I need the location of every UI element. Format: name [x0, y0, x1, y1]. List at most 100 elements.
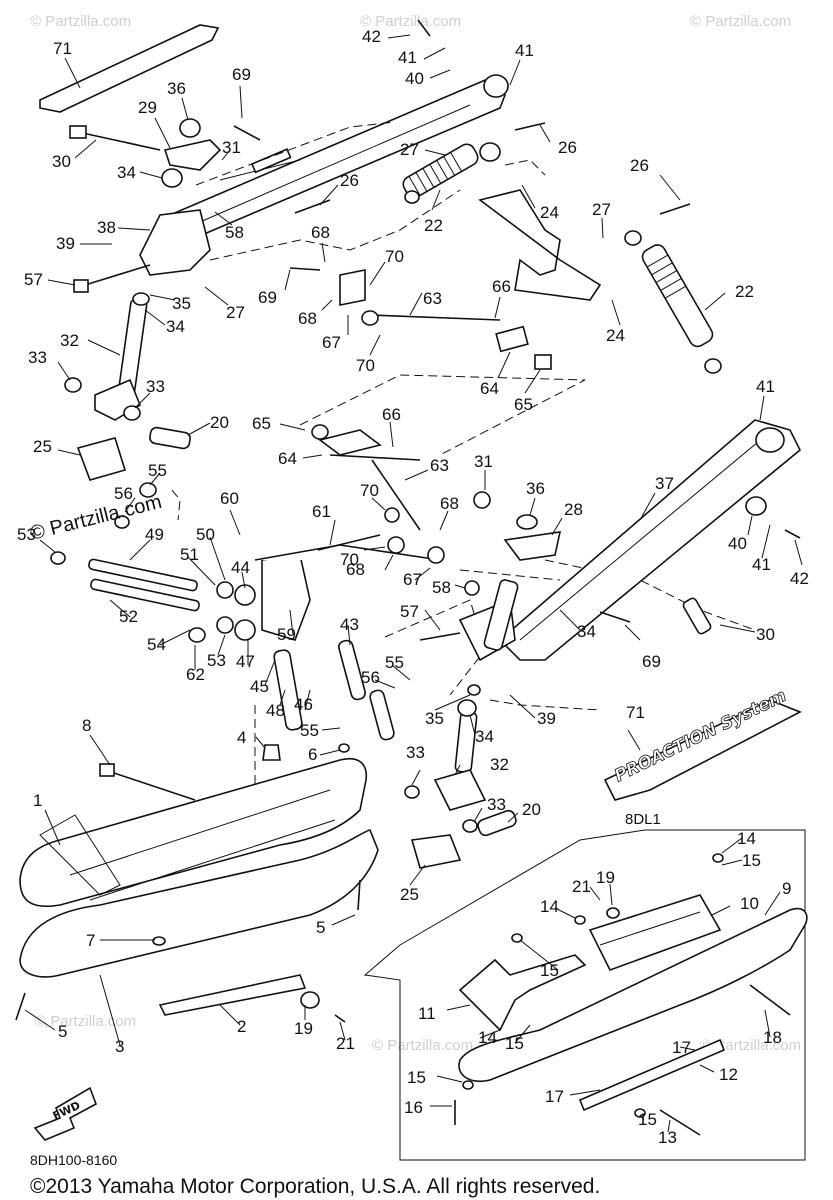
- callout-29: 29: [138, 98, 157, 117]
- ski-housing-1: [19, 758, 368, 907]
- callout-65: 65: [514, 395, 533, 414]
- callout-41: 41: [752, 555, 771, 574]
- callout-15: 15: [540, 961, 559, 980]
- callout-16: 16: [404, 1098, 423, 1117]
- callout-40: 40: [405, 69, 424, 88]
- callout-26: 26: [340, 171, 359, 190]
- callout-71: 71: [53, 39, 72, 58]
- callout-28: 28: [564, 500, 583, 519]
- lower-slide-rail: [498, 419, 802, 661]
- callout-25: 25: [33, 437, 52, 456]
- inset-ski-9: [458, 907, 808, 1082]
- copyright-notice: ©2013 Yamaha Motor Corporation, U.S.A. A…: [30, 1175, 600, 1198]
- inset-bracket-10: [588, 894, 722, 971]
- callout-15: 15: [638, 1110, 657, 1129]
- callout-68: 68: [440, 494, 459, 513]
- callout-63: 63: [430, 456, 449, 475]
- callout-32: 32: [60, 331, 79, 350]
- callout-15: 15: [742, 851, 761, 870]
- callout-58: 58: [225, 223, 244, 242]
- part-drawings: PROACTION System FWD 8DL1: [15, 19, 808, 1161]
- callout-46: 46: [294, 695, 313, 714]
- leader-lines: [24, 34, 803, 1133]
- callout-24: 24: [606, 326, 625, 345]
- callout-14: 14: [540, 897, 559, 916]
- callout-27: 27: [226, 303, 245, 322]
- callout-39: 39: [537, 709, 556, 728]
- callout-34: 34: [475, 727, 494, 746]
- callout-41: 41: [398, 48, 417, 67]
- callout-67: 67: [322, 333, 341, 352]
- callout-11: 11: [418, 1004, 436, 1023]
- decal-71-upper: [39, 24, 220, 113]
- callout-35: 35: [172, 294, 191, 313]
- callout-45: 45: [250, 677, 269, 696]
- inset-ski-handle-11: [458, 954, 587, 1032]
- callout-60: 60: [220, 489, 239, 508]
- callout-52: 52: [119, 607, 138, 626]
- callout-3: 3: [115, 1037, 124, 1056]
- callout-66: 66: [382, 405, 401, 424]
- proaction-logo: PROACTION System: [611, 686, 789, 787]
- callout-12: 12: [719, 1065, 738, 1084]
- callout-31: 31: [222, 138, 241, 157]
- watermark: © Partzilla.com: [700, 1037, 801, 1054]
- callout-34: 34: [577, 622, 596, 641]
- callout-48: 48: [266, 701, 285, 720]
- callout-64: 64: [480, 379, 499, 398]
- callout-33: 33: [487, 795, 506, 814]
- callout-40: 40: [728, 534, 747, 553]
- callout-33: 33: [406, 743, 425, 762]
- callout-53: 53: [207, 651, 226, 670]
- callout-14: 14: [478, 1028, 497, 1047]
- decal-71-lower: [603, 699, 802, 801]
- callout-70: 70: [360, 481, 379, 500]
- callout-50: 50: [196, 525, 215, 544]
- callout-19: 19: [294, 1019, 313, 1038]
- callout-10: 10: [740, 894, 759, 913]
- watermark-layer: © Partzilla.com © Partzilla.com © Partzi…: [30, 13, 801, 1054]
- inset-wear-bar-12: [578, 1038, 726, 1112]
- callout-36: 36: [526, 479, 545, 498]
- watermark: © Partzilla.com: [360, 13, 461, 30]
- callout-42: 42: [362, 27, 381, 46]
- callout-38: 38: [97, 218, 116, 237]
- callout-8: 8: [82, 716, 91, 735]
- callout-labels: 71 36 69 29 30 31 34 38 58 39 57 35 34 2…: [17, 27, 809, 1147]
- callout-56: 56: [114, 484, 133, 503]
- callout-69: 69: [232, 65, 251, 84]
- diagram-code: 8DH100-8160: [30, 1152, 117, 1168]
- callout-62: 62: [186, 665, 205, 684]
- callout-70: 70: [340, 550, 359, 569]
- callout-35: 35: [425, 709, 444, 728]
- callout-70: 70: [385, 247, 404, 266]
- callout-36: 36: [167, 79, 186, 98]
- callout-51: 51: [180, 545, 199, 564]
- callout-20: 20: [522, 800, 541, 819]
- callout-24: 24: [540, 203, 559, 222]
- callout-69: 69: [258, 288, 277, 307]
- callout-6: 6: [308, 745, 317, 764]
- callout-5: 5: [316, 918, 325, 937]
- callout-55: 55: [300, 721, 319, 740]
- callout-68: 68: [346, 560, 365, 579]
- callout-31: 31: [474, 452, 493, 471]
- callout-49: 49: [145, 525, 164, 544]
- callout-27: 27: [592, 200, 611, 219]
- wear-bar-2: [158, 974, 307, 1016]
- callout-66: 66: [492, 277, 511, 296]
- callout-17: 17: [545, 1087, 564, 1106]
- callout-55: 55: [385, 653, 404, 672]
- callout-21: 21: [572, 877, 591, 896]
- callout-34: 34: [166, 317, 185, 336]
- callout-18: 18: [763, 1028, 782, 1047]
- callout-44: 44: [231, 558, 250, 577]
- callout-57: 57: [400, 602, 419, 621]
- callout-68: 68: [311, 223, 330, 242]
- inset-frame: [363, 829, 806, 1161]
- callout-64: 64: [278, 449, 297, 468]
- callout-26: 26: [630, 156, 649, 175]
- callout-22: 22: [424, 216, 443, 235]
- callout-5: 5: [58, 1022, 67, 1041]
